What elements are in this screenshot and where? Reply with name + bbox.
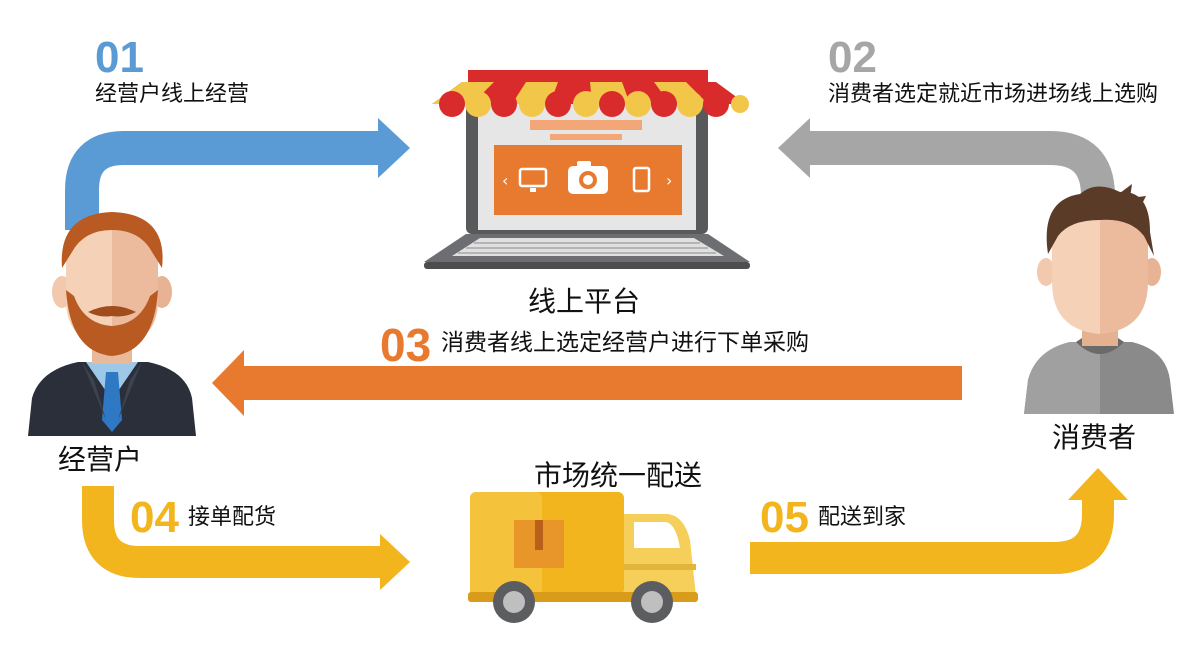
step-04-label: 接单配货 xyxy=(188,505,277,530)
step-02-label: 消费者选定就近市场进场线上选购 xyxy=(828,82,1159,107)
step-05-label: 配送到家 xyxy=(818,505,907,530)
step-02-number: 02 xyxy=(828,33,877,82)
merchant-man-icon xyxy=(28,212,196,436)
step-03-number: 03 xyxy=(380,319,432,371)
merchant-label: 经营户 xyxy=(58,443,143,476)
step-04-number: 04 xyxy=(130,493,179,542)
arrow-step-03 xyxy=(212,350,962,416)
step-01-label: 经营户线上经营 xyxy=(95,82,250,107)
svg-text:›: › xyxy=(666,171,672,190)
delivery-truck-icon xyxy=(468,492,698,623)
consumer-label: 消费者 xyxy=(1052,421,1137,454)
platform-label: 线上平台 xyxy=(528,285,641,318)
consumer-man-icon xyxy=(1024,184,1174,414)
step-03-label: 消费者线上选定经营户进行下单采购 xyxy=(441,330,809,356)
arrow-step-02 xyxy=(778,118,1115,200)
arrow-step-05 xyxy=(750,468,1128,574)
step-01-number: 01 xyxy=(95,33,144,82)
svg-text:‹: ‹ xyxy=(502,171,508,190)
laptop-shop-icon: ‹ › xyxy=(424,70,750,269)
arrow-step-01 xyxy=(65,118,410,230)
arrow-step-04 xyxy=(82,486,410,590)
step-05-number: 05 xyxy=(760,493,809,542)
delivery-label: 市场统一配送 xyxy=(534,459,703,492)
